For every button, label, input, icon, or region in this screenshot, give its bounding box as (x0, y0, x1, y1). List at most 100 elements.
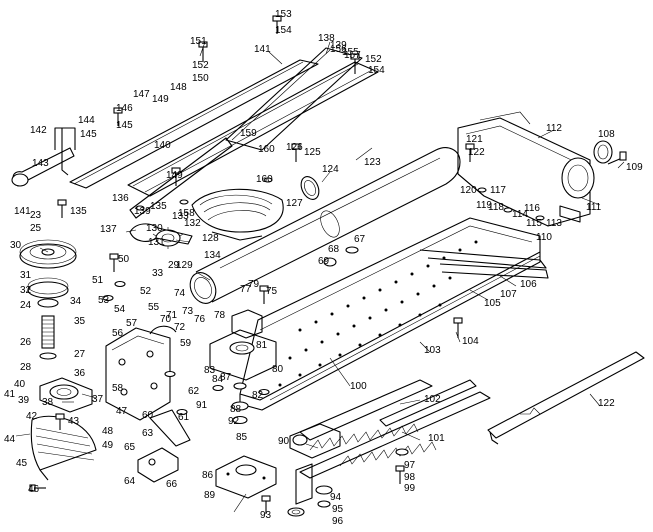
callout-133: 133 (172, 211, 189, 222)
callout-108: 108 (598, 129, 615, 140)
clamp-assembly (287, 423, 341, 517)
callout-139b: 139 (134, 206, 151, 217)
callout-149: 149 (152, 94, 169, 105)
seal-ring (593, 140, 613, 164)
callout-128: 128 (202, 233, 219, 244)
callout-38: 38 (42, 397, 54, 408)
callout-64: 64 (124, 476, 136, 487)
motor-mount (209, 309, 277, 381)
callout-105: 105 (484, 298, 501, 309)
callout-137: 137 (100, 224, 117, 235)
drive-pulley-stack (19, 239, 77, 360)
callout-36: 36 (74, 368, 86, 379)
callout-27: 27 (74, 349, 86, 360)
callout-109: 109 (626, 162, 643, 173)
callout-67: 67 (354, 234, 366, 245)
callout-58: 58 (112, 383, 124, 394)
main-tube (189, 147, 461, 304)
callout-152: 152 (365, 54, 382, 65)
callout-145: 145 (116, 120, 133, 131)
callout-154b: 154 (368, 65, 385, 76)
callout-122b: 122 (598, 398, 615, 409)
callout-113: 113 (546, 218, 562, 229)
callout-84: 84 (212, 374, 224, 385)
callout-122: 122 (468, 147, 485, 158)
callout-32: 32 (20, 285, 32, 296)
callout-155: 155 (342, 47, 359, 58)
upper-cutter-bar (69, 59, 319, 189)
callout-141: 141 (254, 44, 271, 55)
callout-62: 62 (188, 386, 200, 397)
side-frame (105, 325, 177, 421)
callout-97: 97 (404, 460, 416, 471)
callout-123: 123 (364, 157, 381, 168)
callout-156: 156 (330, 44, 347, 55)
callout-30: 30 (10, 240, 22, 251)
callout-120: 120 (460, 185, 477, 196)
callout-82: 82 (252, 390, 264, 401)
callout-60: 60 (142, 410, 154, 421)
callout-69: 69 (318, 256, 330, 267)
callout-47: 47 (116, 406, 128, 417)
callout-141b: 141 (14, 206, 31, 217)
callout-124: 124 (322, 164, 339, 175)
spare-blade (487, 351, 645, 445)
callout-121: 121 (466, 134, 483, 145)
callout-42: 42 (26, 411, 38, 422)
callout-41: 41 (4, 389, 16, 400)
callout-134: 134 (204, 250, 221, 261)
callout-35: 35 (74, 316, 86, 327)
callout-80: 80 (272, 364, 284, 375)
callout-43: 43 (68, 416, 80, 427)
callout-65: 65 (124, 442, 136, 453)
callout-34: 34 (70, 296, 82, 307)
callout-107: 107 (500, 289, 517, 300)
callout-158: 158 (178, 208, 195, 219)
callout-153: 153 (275, 9, 292, 20)
callout-51: 51 (92, 275, 104, 286)
callout-45: 45 (16, 458, 28, 469)
callout-23: 23 (30, 210, 42, 221)
guide-rail (129, 47, 363, 219)
callout-70: 70 (160, 314, 172, 325)
callout-159: 159 (240, 128, 257, 139)
callout-118: 118 (488, 202, 504, 213)
callout-77: 77 (240, 284, 252, 295)
callout-161: 160 (256, 174, 273, 185)
callout-55: 55 (148, 302, 160, 313)
gearbox-base (39, 377, 93, 413)
callout-88: 88 (230, 404, 242, 415)
callout-127: 127 (286, 198, 303, 209)
callout-152b: 152 (192, 60, 209, 71)
callout-150: 150 (192, 73, 209, 84)
callout-59: 59 (180, 338, 192, 349)
callout-101: 101 (428, 433, 445, 444)
cutter-blades (299, 379, 491, 479)
callout-116: 116 (524, 203, 540, 214)
callout-83: 83 (204, 365, 216, 376)
callout-136: 136 (112, 193, 129, 204)
callout-131: 131 (148, 237, 165, 248)
callout-149b: 149 (166, 170, 183, 181)
callout-93: 93 (260, 510, 272, 521)
tube-collar (300, 176, 320, 200)
callout-104: 104 (462, 336, 479, 347)
callout-24: 24 (20, 300, 32, 311)
callout-114: 114 (512, 209, 528, 220)
callout-135b: 135 (150, 201, 167, 212)
callout-66: 66 (166, 479, 178, 490)
callout-78: 78 (214, 310, 226, 321)
callout-50: 50 (118, 254, 130, 265)
callout-94: 94 (330, 492, 342, 503)
callout-75: 75 (266, 286, 278, 297)
callout-125: 125 (304, 147, 321, 158)
callout-46: 46 (28, 484, 40, 495)
rear-housing (457, 111, 595, 227)
callout-138: 138 (318, 33, 335, 44)
callout-86: 86 (202, 470, 214, 481)
callout-26: 26 (20, 337, 32, 348)
callout-146: 146 (116, 103, 133, 114)
callout-53: 53 (98, 295, 110, 306)
callout-117: 117 (490, 185, 506, 196)
